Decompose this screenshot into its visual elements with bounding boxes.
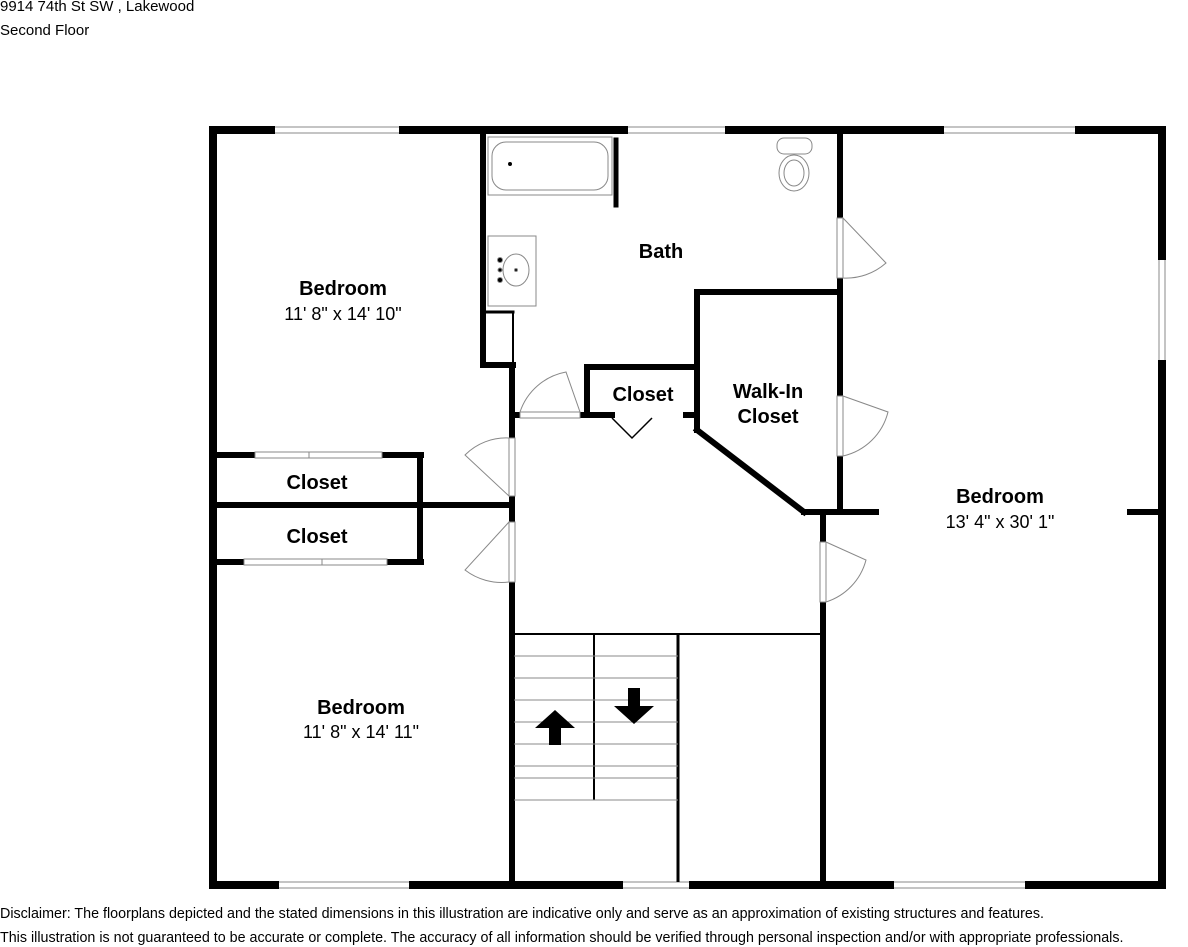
stairs	[514, 655, 678, 801]
stair-walls	[514, 633, 821, 882]
interior-walls	[213, 130, 1163, 886]
arrow-down-icon	[614, 688, 654, 724]
window-top-bath	[628, 125, 725, 135]
doors	[464, 216, 889, 603]
disclaimer-line-2: This illustration is not guaranteed to b…	[0, 930, 1124, 946]
sliding-door	[254, 451, 383, 459]
room-dims-bedroom-right: 13' 4" x 30' 1"	[946, 512, 1055, 532]
room-name-bedroom-right: Bedroom	[956, 486, 1044, 508]
room-name-closet-left-upper: Closet	[286, 472, 347, 494]
sliding-doors	[243, 451, 388, 566]
floor-label: Second Floor	[0, 22, 90, 39]
disclaimer-line-1: Disclaimer: The floorplans depicted and …	[0, 906, 1044, 922]
sink-icon	[487, 235, 537, 307]
window-bottom-right	[894, 880, 1025, 890]
wall	[692, 425, 809, 517]
room-name-closet-left-lower: Closet	[286, 526, 347, 548]
door-walk-in-closet	[836, 395, 889, 457]
room-name-bath: Bath	[639, 241, 683, 263]
arrow-up-icon	[535, 710, 575, 745]
door-bedroom-bottom-left	[464, 520, 516, 583]
door-bath	[519, 371, 581, 419]
window-right	[1157, 260, 1167, 360]
door-bedroom-right	[819, 541, 867, 603]
windows	[275, 125, 1167, 890]
toilet-icon	[776, 137, 813, 192]
bathtub-icon	[487, 136, 613, 196]
window-top-right	[944, 125, 1075, 135]
room-name-bedroom-top-left: Bedroom	[299, 278, 387, 300]
window-bottom-left	[279, 880, 409, 890]
room-name-walk-in-line1: Walk-In	[733, 381, 803, 403]
room-name-bedroom-bottom-left: Bedroom	[317, 697, 405, 719]
window-top-left	[275, 125, 399, 135]
sliding-door	[243, 558, 388, 566]
door-bedroom-top-left	[464, 437, 516, 498]
room-name-closet-center: Closet	[612, 384, 673, 406]
address-text: 9914 74th St SW , Lakewood	[0, 0, 195, 15]
door-bath-right	[836, 216, 887, 279]
room-dims-bedroom-bottom-left: 11' 8" x 14' 11"	[303, 722, 419, 742]
room-dims-bedroom-top-left: 11' 8" x 14' 10"	[284, 304, 401, 324]
room-name-walk-in-line2: Closet	[737, 406, 798, 428]
closet-bifold-door	[611, 417, 653, 440]
